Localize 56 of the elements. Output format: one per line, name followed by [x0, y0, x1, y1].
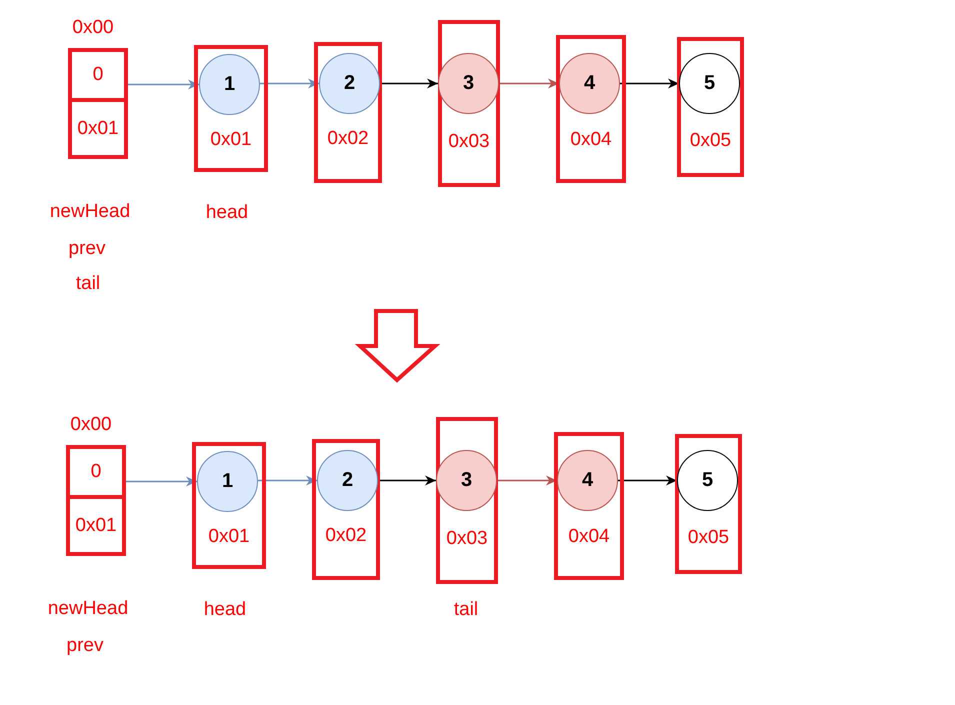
node-frame [312, 439, 380, 580]
pointer-label: tail [454, 599, 478, 621]
node-frame [438, 20, 500, 187]
list-node-circle: 4 [557, 450, 618, 511]
pointer-label: newHead [48, 598, 128, 620]
arrow [128, 80, 199, 90]
pointer-label: tail [76, 273, 100, 295]
list-node-circle: 3 [436, 450, 497, 511]
node-frame [554, 432, 624, 580]
address-label: 0x05 [688, 527, 730, 549]
address-label: 0x03 [446, 528, 488, 550]
address-label: 0x00 [70, 414, 112, 436]
address-label: 0x01 [210, 129, 252, 151]
arrow [260, 78, 319, 88]
pointer-label: newHead [50, 201, 130, 223]
arrow [620, 78, 679, 88]
address-text: 0x01 [72, 102, 124, 155]
pointer-label: prev [66, 635, 104, 657]
arrow [378, 476, 436, 486]
arrow [126, 476, 197, 486]
address-label: 0x02 [327, 128, 369, 150]
address-label: 0x00 [72, 17, 114, 39]
pointer-label: head [204, 599, 246, 621]
address-label: 0x03 [448, 131, 490, 153]
arrow [258, 476, 317, 486]
node-frame [314, 42, 382, 183]
list-node-circle: 2 [317, 450, 378, 511]
arrow [380, 78, 438, 88]
list-node-circle: 3 [438, 53, 499, 114]
node-frame [194, 45, 268, 172]
node-frame [436, 417, 498, 584]
value-cell: 0 [72, 52, 124, 102]
node-frame [556, 35, 626, 183]
address-label: 0x02 [325, 525, 367, 547]
node-frame [675, 434, 742, 574]
struct-frame [66, 445, 126, 556]
pointer-label: prev [68, 238, 106, 260]
pointer-label: head [206, 202, 248, 224]
list-node-circle: 1 [199, 54, 260, 115]
address-label: 0x04 [570, 129, 612, 151]
value-cell: 0 [70, 449, 122, 499]
address-label: 0x01 [208, 526, 250, 548]
address-label: 0x04 [568, 526, 610, 548]
list-node-circle: 5 [679, 53, 740, 114]
list-node-circle: 2 [319, 53, 380, 114]
list-node-circle: 1 [197, 451, 258, 512]
address-text: 0x01 [70, 499, 122, 552]
node-frame [677, 37, 744, 177]
arrow [497, 476, 557, 486]
list-node-circle: 5 [677, 450, 738, 511]
arrow [499, 78, 559, 88]
list-node-circle: 4 [559, 53, 620, 114]
node-frame [192, 442, 266, 569]
arrow [618, 476, 677, 486]
address-label: 0x05 [690, 130, 732, 152]
struct-frame [68, 48, 128, 159]
